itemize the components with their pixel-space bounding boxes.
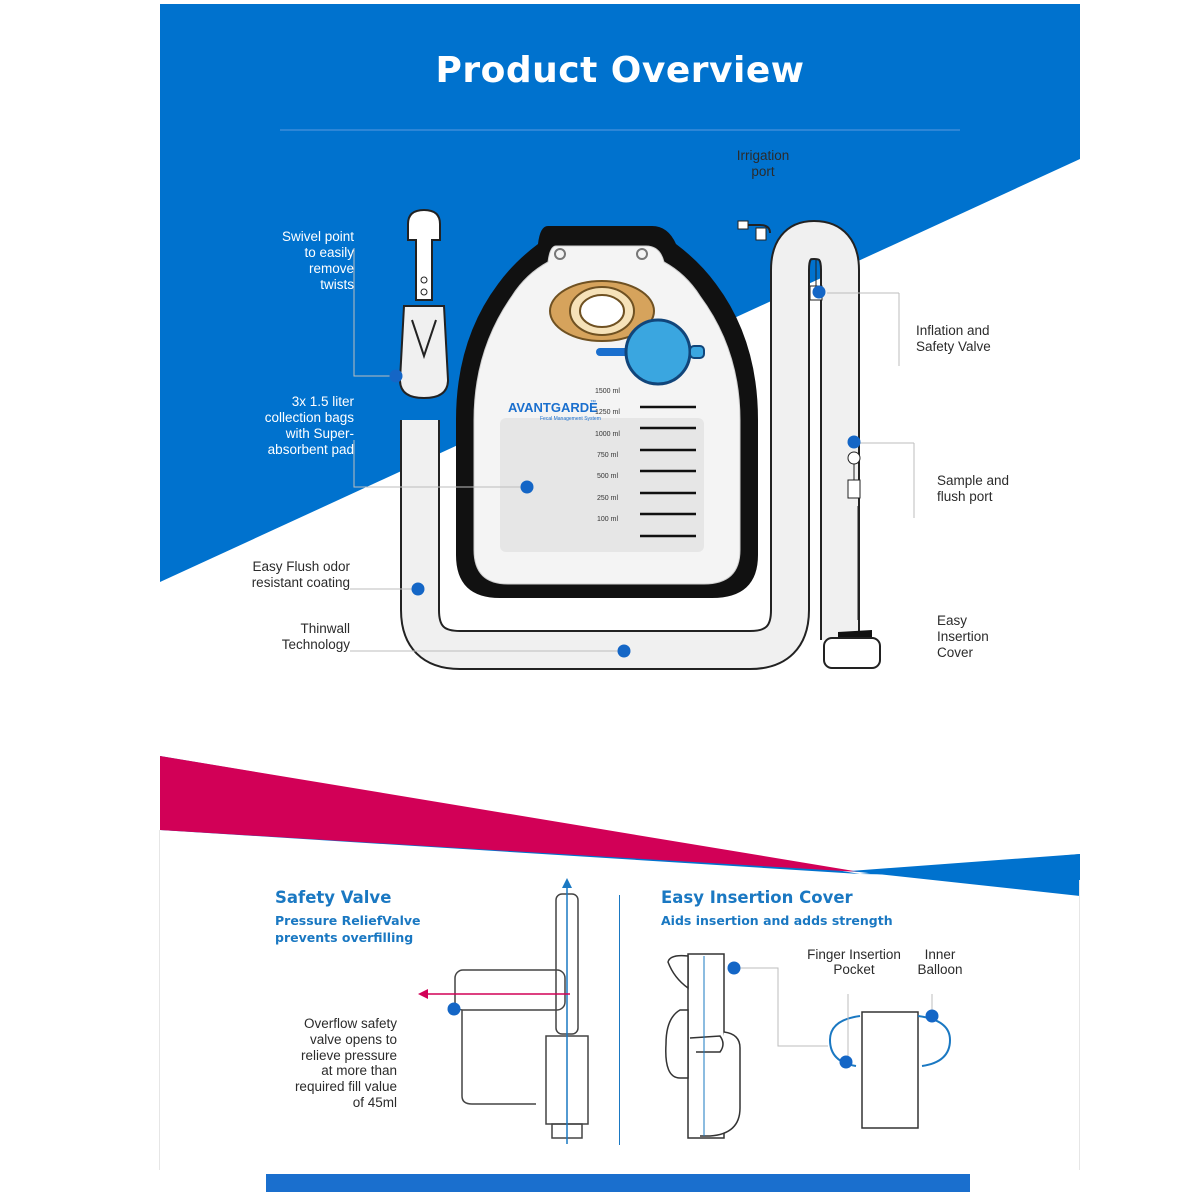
label-easy-flush: Easy Flush odor resistant coating: [251, 559, 350, 590]
overflow-valve-dot: [447, 1002, 461, 1016]
label-easy-insertion-cover: Easy Insertion Cover: [937, 613, 989, 660]
insertion-cover-diagram: [665, 953, 952, 1139]
safety-valve-description: Overflow safety valve opens to relieve p…: [294, 1016, 397, 1110]
label-inner-balloon: Inner Balloon: [917, 947, 963, 977]
sample-dot: [847, 435, 861, 449]
right-edge-line: [1079, 880, 1080, 1170]
brand-trademark: ™: [590, 399, 596, 406]
label-thinwall: Thinwall Technology: [281, 621, 350, 652]
bag-connector-ring: [549, 280, 655, 342]
catheter-tube-fill: [402, 222, 858, 668]
label-collection-bags: 3x 1.5 liter collection bags with Super-…: [264, 394, 354, 457]
left-edge-line: [159, 830, 160, 1170]
device-illustration: AVANTGARDE ™ Fecal Management System 150…: [350, 208, 915, 670]
valve-housing: [454, 969, 566, 1011]
cover-tip: [667, 954, 689, 990]
insertion-cover-heading: Easy Insertion Cover: [661, 888, 853, 907]
easyflush-dot: [411, 582, 425, 596]
flow-arrow-head: [562, 878, 572, 888]
label-irrigation-port: Irrigation port: [736, 148, 790, 179]
safety-valve-diagram: [418, 878, 589, 1144]
brand-tagline: Fecal Management System: [540, 416, 601, 422]
scale-label: 1000 ml: [595, 431, 620, 438]
callout-leaders: [350, 248, 915, 652]
safety-valve-heading: Safety Valve: [275, 888, 392, 907]
valve-body: [545, 1035, 589, 1125]
cover-dot: [727, 961, 741, 975]
bottom-bar: [266, 1174, 970, 1192]
bags-dot: [520, 480, 534, 494]
bag-cap: [596, 318, 705, 386]
absorbent-pad-window: [500, 418, 704, 552]
balloon-pouch: [461, 1010, 536, 1105]
hand-thumb: [689, 1035, 724, 1053]
hand-fingers: [665, 1009, 689, 1079]
blue-wedge: [850, 854, 1080, 896]
pink-stripe: [160, 756, 860, 872]
balloon-right: [917, 1015, 952, 1067]
label-sample-port: Sample and flush port: [937, 473, 1010, 504]
brand-name: AVANTGARDE: [508, 400, 598, 415]
release-arrow-head: [418, 989, 428, 999]
scale-label: 1250 ml: [595, 409, 620, 416]
swivel-connector: [398, 208, 450, 400]
scale-label: 750 ml: [597, 452, 618, 459]
volume-scale: 1500 ml 1250 ml 1000 ml 750 ml 500 ml 25…: [595, 388, 696, 538]
inflation-dot: [812, 285, 826, 299]
scale-label: 1500 ml: [595, 388, 620, 395]
swivel-dot: [389, 369, 403, 383]
details-banner: [160, 756, 1080, 896]
callout-dots: [389, 285, 861, 658]
safety-valve-subheading: Pressure ReliefValve prevents overfillin…: [275, 913, 421, 945]
scale-label: 500 ml: [597, 473, 618, 480]
insertion-cover-subheading: Aids insertion and adds strength: [661, 913, 893, 928]
thinwall-dot: [617, 644, 631, 658]
cover-sleeve: [861, 1011, 919, 1129]
insertion-cover: [823, 630, 881, 669]
label-finger-pocket: Finger Insertion Pocket: [807, 947, 901, 977]
hand-palm: [700, 1031, 741, 1137]
hanger-hole-right: [636, 248, 648, 260]
hanger-hole-left: [554, 248, 566, 260]
section-divider: [619, 895, 620, 1145]
label-inflation-valve: Inflation and Safety Valve: [916, 323, 991, 354]
irrigation-port: [737, 220, 771, 241]
scale-label: 250 ml: [597, 495, 618, 502]
sample-flush-port: [847, 451, 861, 620]
page-title: Product Overview: [435, 50, 805, 91]
finger-pocket-dot: [839, 1055, 853, 1069]
scale-label: 100 ml: [597, 516, 618, 523]
inner-balloon-dot: [925, 1009, 939, 1023]
label-swivel: Swivel point to easily remove twists: [281, 229, 354, 292]
